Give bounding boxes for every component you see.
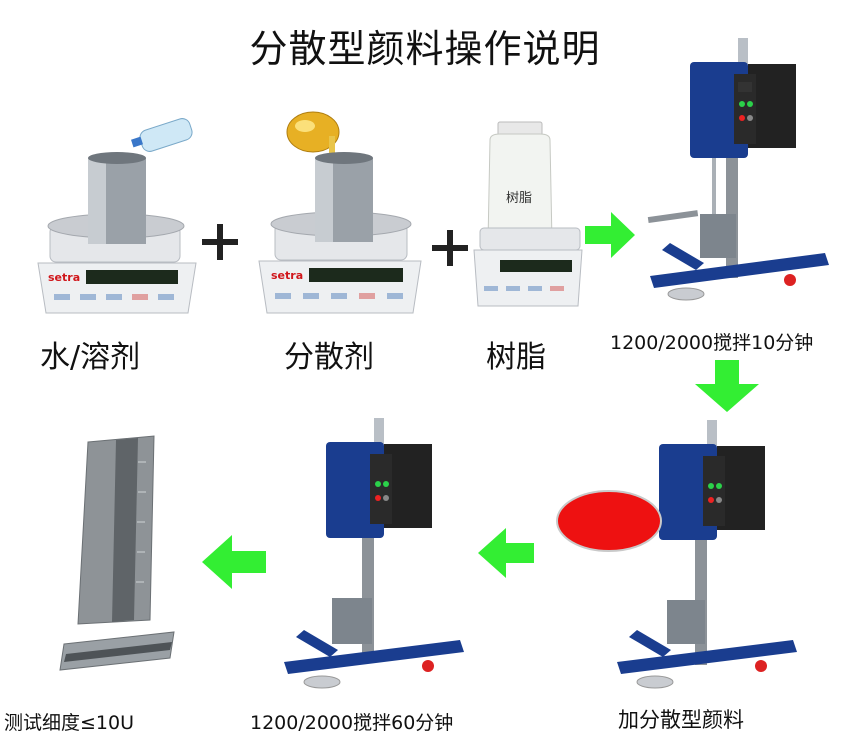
arrow-down-icon: [695, 360, 759, 412]
arrow-right-icon: [585, 212, 635, 258]
arrow-left-icon: [202, 535, 266, 589]
arrow-left-icon: [478, 528, 534, 578]
label-resin: 树脂: [486, 340, 546, 375]
oil-pour-icon: [286, 111, 340, 160]
red-pigment-icon: [555, 488, 663, 554]
fineness-gauge: [58, 432, 178, 682]
disperser-mixer-3: [595, 420, 805, 695]
scale-brand: setra: [48, 271, 80, 284]
scale-dispersant: setra: [245, 108, 423, 318]
plus-icon: [200, 222, 240, 262]
label-fineness: 测试细度≤10U: [4, 712, 135, 734]
bottle-label: 树脂: [506, 191, 532, 206]
label-dispersant: 分散剂: [284, 340, 374, 375]
page-title: 分散型颜料操作说明: [249, 27, 601, 71]
scale-water: setra: [28, 118, 198, 318]
disperser-mixer-1: [630, 38, 835, 308]
label-stir-60: 1200/2000搅拌60分钟: [250, 712, 454, 734]
plus-icon: [430, 228, 470, 268]
label-stir-10: 1200/2000搅拌10分钟: [610, 332, 814, 354]
label-add-pigment: 加分散型颜料: [618, 708, 744, 732]
label-water-solvent: 水/溶剂: [40, 340, 141, 375]
scale-brand: setra: [271, 269, 303, 282]
water-bottle-icon: [131, 118, 193, 152]
scale-resin: 树脂: [470, 118, 585, 318]
disperser-mixer-2: [262, 418, 472, 693]
